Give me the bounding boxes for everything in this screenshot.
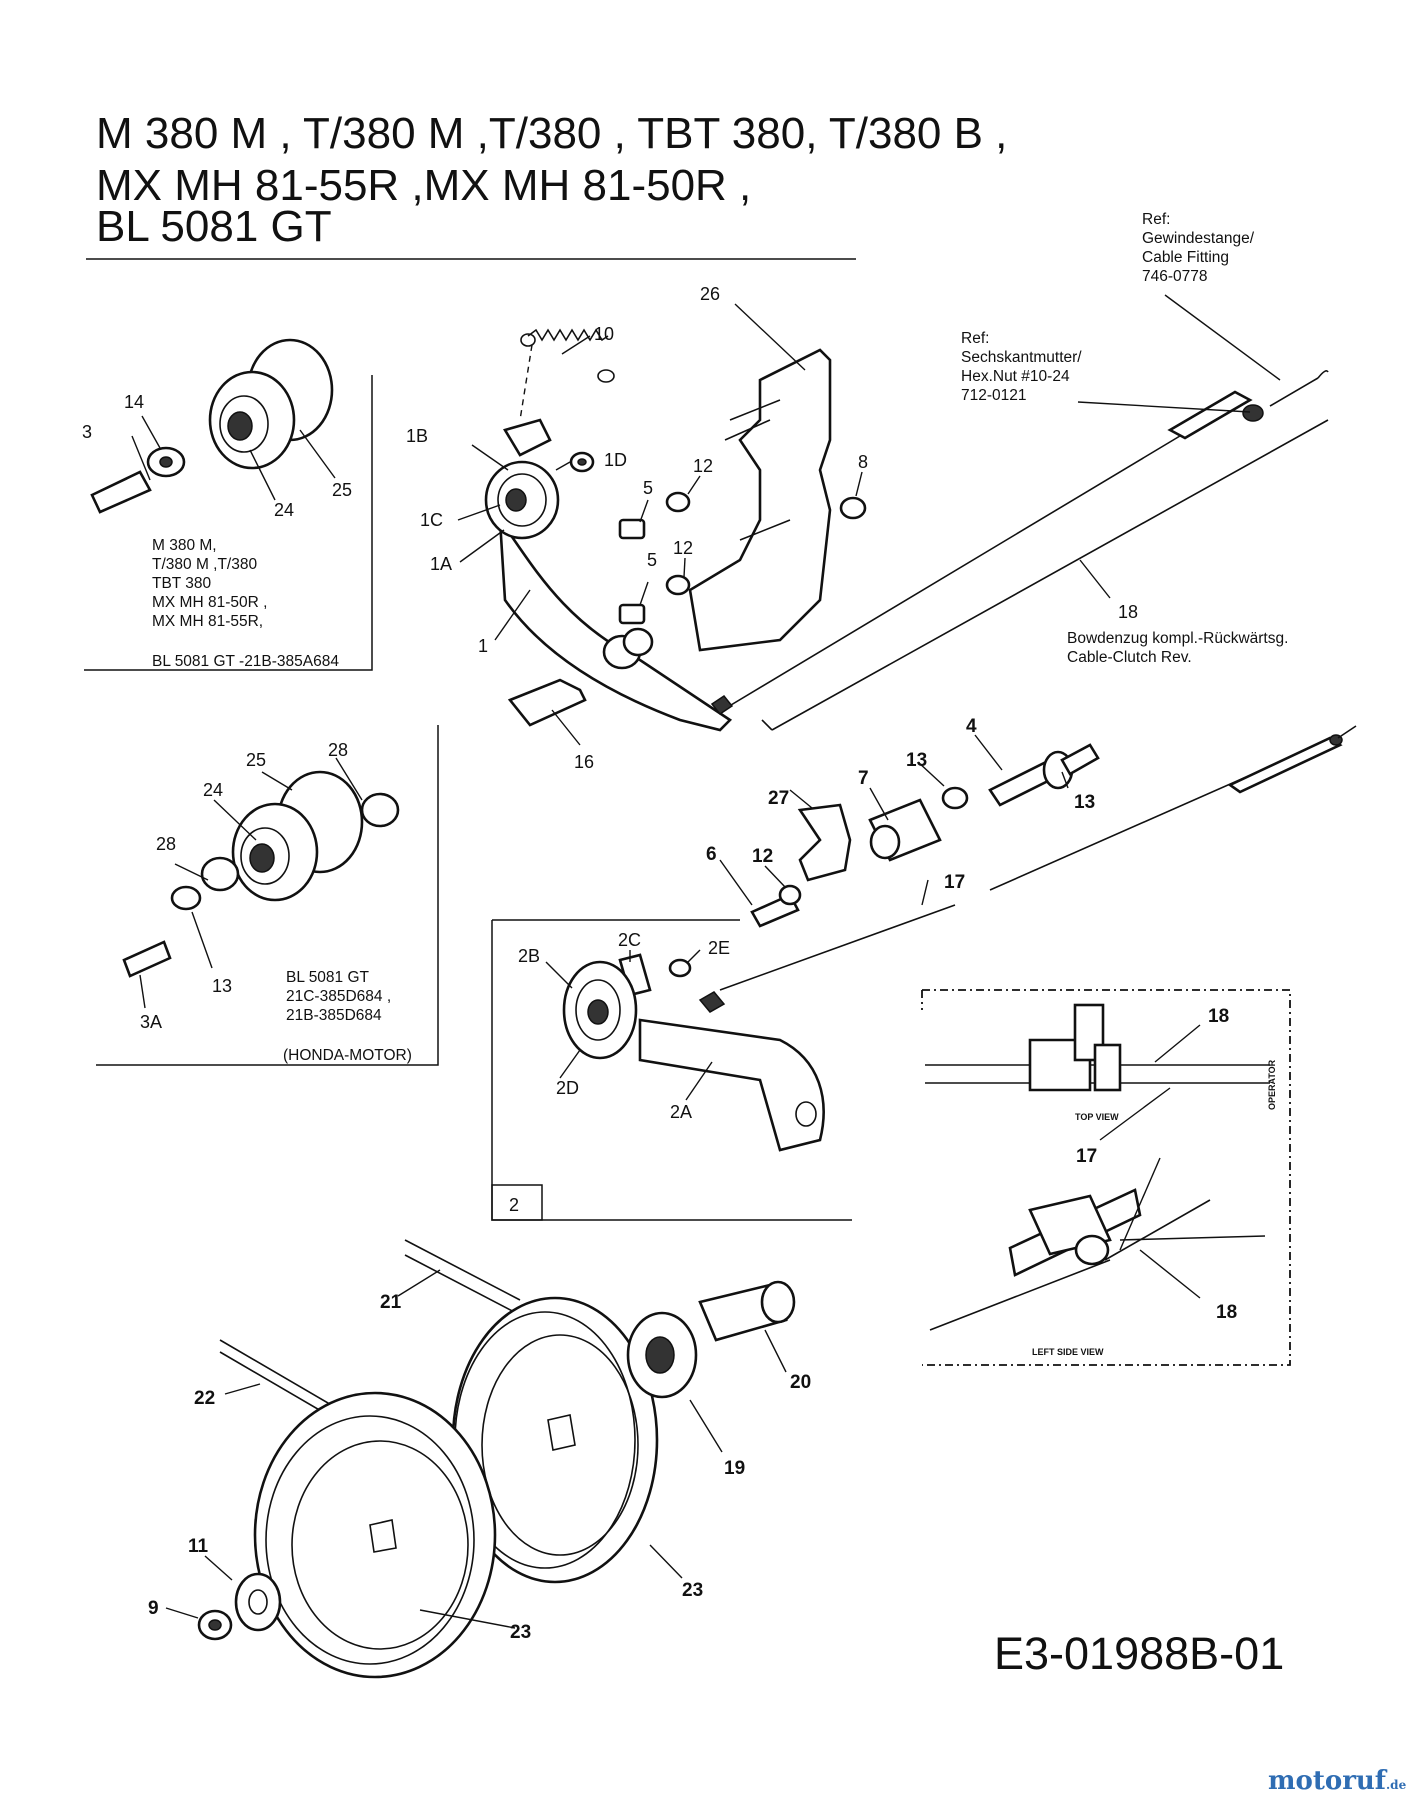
spring-10 <box>527 328 609 342</box>
label-part-22: 22 <box>194 1388 215 1409</box>
label-part-13-right: 13 <box>1074 792 1095 813</box>
bolt-5-bottom <box>618 603 646 625</box>
label-part-3: 3 <box>82 422 92 442</box>
label-part-5-top: 5 <box>643 478 653 498</box>
label-part-12-top: 12 <box>693 456 713 476</box>
box2-models: BL 5081 GT 21C-385D684 , 21B-385D684 <box>286 969 392 1024</box>
label-part-1d: 1D <box>604 450 627 470</box>
label-part-16: 16 <box>574 752 594 772</box>
nut-8 <box>839 496 867 520</box>
box2-frame <box>96 725 439 1066</box>
label-part-17: 17 <box>944 872 965 893</box>
label-part-4: 4 <box>966 716 977 737</box>
pulley-set-box2 <box>122 770 400 978</box>
label-part-1a: 1A <box>430 554 452 574</box>
label-part-28-top: 28 <box>328 740 348 760</box>
cable-17-assembly <box>719 725 1357 991</box>
cable-description: Bowdenzug kompl.-Rückwärtsg. Cable-Clutc… <box>1067 630 1289 666</box>
part-labels: 10 26 1B 1D 1C 1A 1 5 5 12 12 8 16 18 3 … <box>82 284 1237 1643</box>
label-part-7: 7 <box>858 768 869 789</box>
label-part-2b: 2B <box>518 946 540 966</box>
leader-lines <box>131 294 1281 1629</box>
title-line-2: MX MH 81-55R ,MX MH 81-50R , <box>96 161 752 210</box>
label-part-20: 20 <box>790 1372 811 1393</box>
label-part-23-right: 23 <box>682 1580 703 1601</box>
label-part-8: 8 <box>858 452 868 472</box>
pulley-set-box1 <box>90 338 334 514</box>
view-box <box>922 989 1291 1366</box>
box1-code: BL 5081 GT -21B-385A684 <box>152 653 339 670</box>
label-part-6: 6 <box>706 844 717 865</box>
label-part-14: 14 <box>124 392 144 412</box>
washer-11 <box>234 1572 282 1632</box>
label-part-27: 27 <box>768 788 789 809</box>
pulley-23-lower <box>253 1391 497 1679</box>
detail-box-number-frame <box>491 1184 543 1221</box>
top-view-label: TOP VIEW <box>1075 1112 1119 1122</box>
box1-frame <box>84 375 373 671</box>
label-part-19: 19 <box>724 1458 745 1479</box>
label-part-23-lower: 23 <box>510 1622 531 1643</box>
label-part-24-box2: 24 <box>203 780 223 800</box>
watermark-logo: motoruf.de <box>1268 1766 1407 1796</box>
label-part-9: 9 <box>148 1598 159 1619</box>
label-part-2d: 2D <box>556 1078 579 1098</box>
label-part-1: 1 <box>478 636 488 656</box>
bolt-16 <box>507 678 587 727</box>
label-part-1b: 1B <box>406 426 428 446</box>
cable-18 <box>725 399 1241 709</box>
box1-models: M 380 M, T/380 M ,T/380 TBT 380 MX MH 81… <box>152 537 268 630</box>
label-part-2c: 2C <box>618 930 641 950</box>
label-part-25-box2: 25 <box>246 750 266 770</box>
left-side-view: LEFT SIDE VIEW <box>929 1188 1266 1357</box>
label-part-2a: 2A <box>670 1102 692 1122</box>
drawing-number: E3-01988B-01 <box>994 1628 1285 1679</box>
box2-engine: (HONDA-MOTOR) <box>283 1047 412 1064</box>
label-part-1c: 1C <box>420 510 443 530</box>
left-side-view-label: LEFT SIDE VIEW <box>1032 1347 1104 1357</box>
top-view: TOP VIEW OPERATOR <box>925 1003 1277 1122</box>
label-part-21: 21 <box>380 1292 402 1313</box>
nut-12-bottom <box>665 574 691 596</box>
label-part-5-bottom: 5 <box>647 550 657 570</box>
label-part-2e: 2E <box>708 938 730 958</box>
bolt-5-top <box>618 518 646 540</box>
detail-pulley-2 <box>562 953 825 1152</box>
label-part-12-bottom: 12 <box>673 538 693 558</box>
label-part-18-topview: 18 <box>1208 1006 1229 1027</box>
label-part-24-box1: 24 <box>274 500 294 520</box>
label-part-18-sideview: 18 <box>1216 1302 1237 1323</box>
bracket-assembly <box>484 328 1329 732</box>
label-part-18: 18 <box>1118 602 1138 622</box>
ref-cable-fitting: Ref: Gewindestange/ Cable Fitting 746-07… <box>1142 211 1255 285</box>
ref-hex-nut: Ref: Sechskantmutter/ Hex.Nut #10-24 712… <box>961 330 1082 404</box>
bottom-pulleys <box>197 1239 796 1679</box>
label-part-26: 26 <box>700 284 720 304</box>
detail-box-number: 2 <box>509 1195 519 1215</box>
nut-12-top <box>665 491 691 513</box>
label-part-11: 11 <box>188 1536 209 1557</box>
label-part-3a: 3A <box>140 1012 162 1032</box>
label-part-13-box2: 13 <box>212 976 232 996</box>
title-line-1: M 380 M , T/380 M ,T/380 , TBT 380, T/38… <box>96 109 1008 158</box>
label-part-28-bottom: 28 <box>156 834 176 854</box>
label-part-10: 10 <box>594 324 614 344</box>
label-part-13-left: 13 <box>906 750 927 771</box>
label-part-25-box1: 25 <box>332 480 352 500</box>
label-part-17-view: 17 <box>1076 1146 1097 1167</box>
title-line-3: BL 5081 GT <box>96 202 332 251</box>
bracket-26 <box>688 348 832 652</box>
label-part-12-mid: 12 <box>752 846 773 867</box>
operator-label: OPERATOR <box>1267 1059 1277 1110</box>
